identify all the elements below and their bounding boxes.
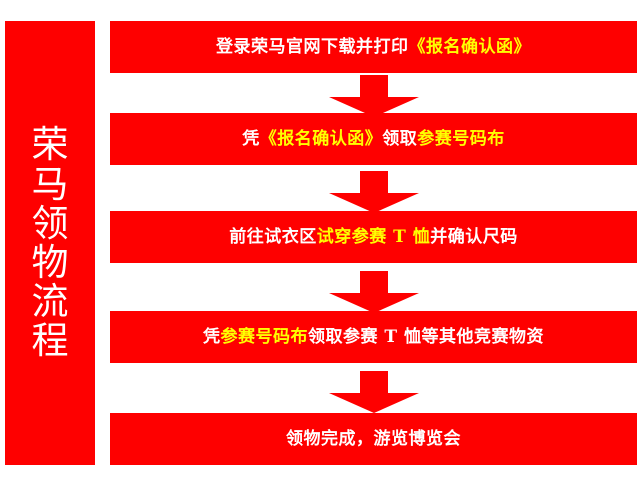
flow-step-text-segment: 前往试衣区 xyxy=(229,226,317,247)
flow-step-text-segment: 凭 xyxy=(203,326,221,347)
flow-step-5: 领物完成，游览博览会 xyxy=(110,413,637,465)
flow-step-3-text: 前往试衣区试穿参赛 T 恤并确认尺码 xyxy=(229,226,518,247)
flow-step-1-text: 登录荣马官网下载并打印《报名确认函》 xyxy=(216,36,531,57)
down-arrow-icon-2 xyxy=(329,171,419,213)
flow-step-text-segment: 凭 xyxy=(242,128,260,149)
sidebar-title-char: 荣 xyxy=(31,123,69,167)
flow-step-2-text: 凭《报名确认函》领取参赛号码布 xyxy=(242,128,505,149)
flow-step-text-segment: 并确认尺码 xyxy=(430,226,518,247)
flow-step-3: 前往试衣区试穿参赛 T 恤并确认尺码 xyxy=(110,211,637,263)
down-arrow-icon-4 xyxy=(329,371,419,413)
flow-step-text-segment: 领取参赛 T 恤等其他竞赛物资 xyxy=(308,326,544,347)
sidebar-title-panel: 荣 马 领 物 流 程 xyxy=(5,21,95,465)
down-arrow-icon-3 xyxy=(329,271,419,313)
flow-step-text-segment: 登录荣马官网下载并打印 xyxy=(216,36,409,57)
flow-step-text-segment: 《报名确认函》 xyxy=(408,36,531,57)
flow-step-5-text: 领物完成，游览博览会 xyxy=(286,428,461,449)
flow-step-text-segment: 参赛号码布 xyxy=(220,326,308,347)
sidebar-title-char: 马 xyxy=(31,162,69,206)
process-flow: 登录荣马官网下载并打印《报名确认函》 凭《报名确认函》领取参赛号码布 前往试衣区… xyxy=(110,21,637,465)
down-arrow-icon-1 xyxy=(329,75,419,117)
flow-step-4: 凭参赛号码布领取参赛 T 恤等其他竞赛物资 xyxy=(110,311,637,363)
sidebar-title-char: 程 xyxy=(31,319,69,363)
flow-step-text-segment: 《报名确认函》 xyxy=(259,128,383,149)
flow-step-text-segment: 试穿参赛 T 恤 xyxy=(316,226,431,247)
sidebar-title-char: 流 xyxy=(31,280,69,324)
flow-step-text-segment: 领取 xyxy=(382,128,418,149)
sidebar-title-char: 物 xyxy=(31,241,69,284)
flow-step-1: 登录荣马官网下载并打印《报名确认函》 xyxy=(110,21,637,73)
flow-step-4-text: 凭参赛号码布领取参赛 T 恤等其他竞赛物资 xyxy=(203,326,544,347)
flow-step-2: 凭《报名确认函》领取参赛号码布 xyxy=(110,113,637,165)
flow-step-text-segment: 领物完成，游览博览会 xyxy=(286,428,461,449)
flow-step-text-segment: 参赛号码布 xyxy=(417,128,505,149)
sidebar-title-char: 领 xyxy=(31,201,69,245)
